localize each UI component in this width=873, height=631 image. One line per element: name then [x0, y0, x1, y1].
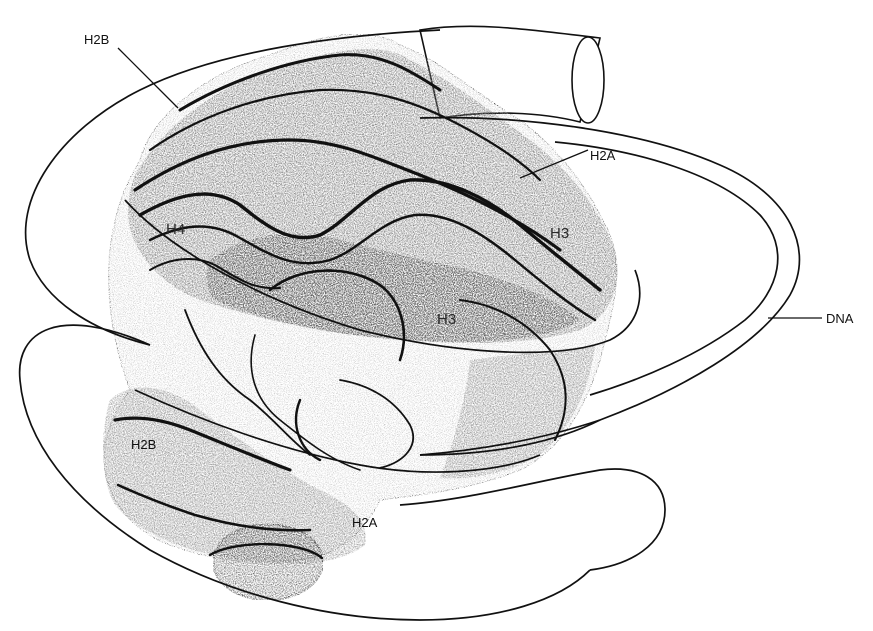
label-h4: H4: [166, 221, 185, 238]
label-h2a-bottom: H2A: [352, 515, 378, 530]
label-h3-center: H3: [437, 311, 456, 328]
label-h3-right: H3: [550, 225, 569, 242]
label-h2b-top: H2B: [84, 32, 109, 47]
label-h2b-bottom: H2B: [131, 437, 156, 452]
label-dna: DNA: [826, 311, 854, 326]
label-h2a-top: H2A: [590, 148, 616, 163]
